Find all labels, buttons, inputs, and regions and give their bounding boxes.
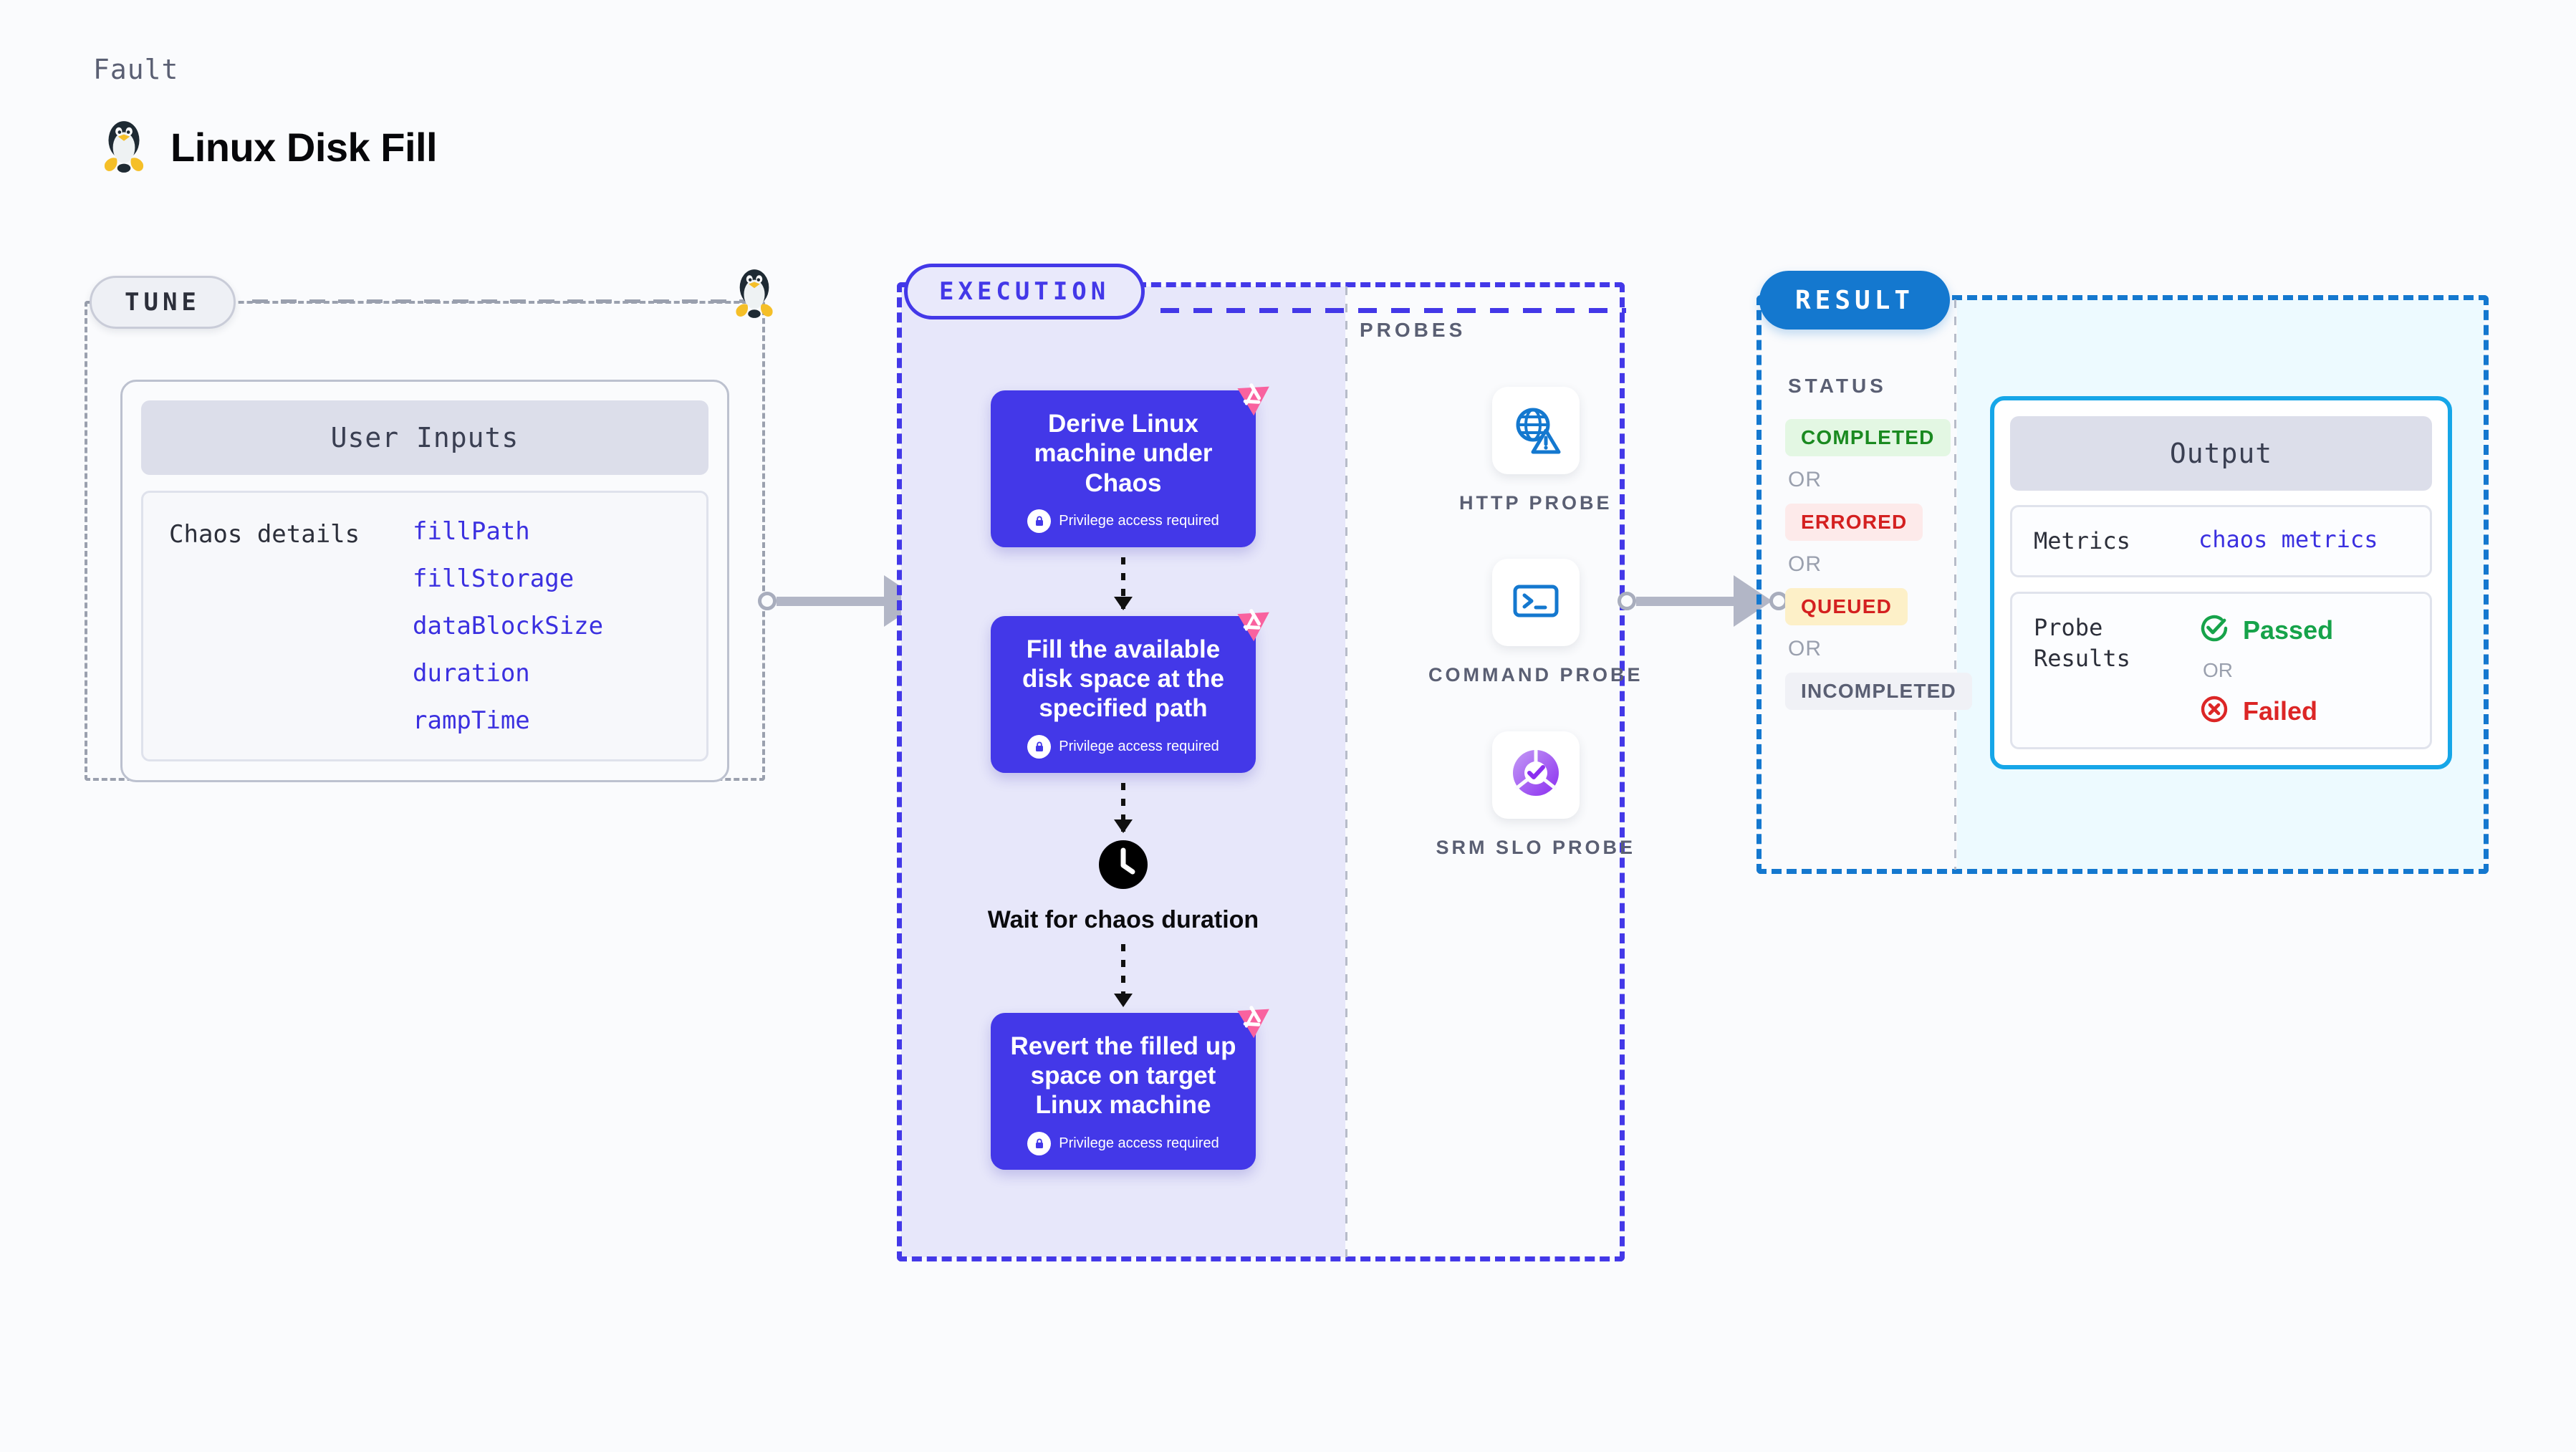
x-circle-icon [2198, 693, 2230, 729]
privilege-row: Privilege access required [1006, 734, 1240, 759]
execution-probes-divider [1345, 287, 1347, 1257]
wait-label: Wait for chaos duration [987, 905, 1259, 933]
lock-icon [1027, 509, 1052, 533]
execution-step-card-2[interactable]: Fill the available disk space at the spe… [991, 609, 1269, 773]
param-ramptime[interactable]: rampTime [413, 706, 530, 735]
tune-top-dashed-connector [252, 299, 754, 303]
probe-label: COMMAND PROBE [1428, 664, 1643, 686]
tune-user-inputs-card: User Inputs Chaos details fillPath fillS… [120, 380, 729, 782]
failed-label: Failed [2243, 696, 2318, 726]
page-title: Linux Disk Fill [170, 124, 438, 170]
status-or-1: OR [1788, 468, 1822, 491]
output-card: Output Metrics chaos metrics Probe Resul… [1990, 396, 2452, 770]
execution-step-card-3[interactable]: Revert the filled up space on target Lin… [991, 1006, 1269, 1170]
passed-label: Passed [2243, 615, 2334, 645]
user-inputs-header: User Inputs [141, 400, 708, 475]
probe-result-or: OR [2203, 659, 2233, 682]
probe-results-values: Passed OR Failed [2198, 612, 2333, 729]
probe-label: SRM SLO PROBE [1436, 836, 1636, 858]
probe-result-failed: Failed [2198, 693, 2333, 729]
status-or-3: OR [1788, 637, 1822, 660]
status-badge-completed: COMPLETED [1785, 419, 1951, 456]
wait-for-chaos-duration-node: Wait for chaos duration [988, 839, 1259, 934]
page-title-row: Linux Disk Fill [100, 118, 438, 176]
result-status-output-divider [1954, 299, 1956, 870]
probe-item-command[interactable]: COMMAND PROBE [1428, 559, 1643, 688]
terminal-icon [1509, 574, 1562, 631]
probe-tile [1491, 387, 1580, 474]
status-badge-queued: QUEUED [1785, 588, 1908, 625]
param-fillstorage[interactable]: fillStorage [413, 564, 575, 593]
privilege-text: Privilege access required [1059, 512, 1219, 529]
check-circle-icon [2198, 612, 2230, 648]
linux-penguin-icon [100, 118, 148, 176]
output-header: Output [2010, 416, 2432, 491]
flow-arrow-3 [1121, 943, 1125, 1006]
execution-section-pill: EXECUTION [904, 264, 1145, 319]
privilege-text: Privilege access required [1059, 1135, 1219, 1151]
execution-step-title: Derive Linux machine under Chaos [1034, 410, 1213, 497]
status-badge-list: COMPLETED OR ERRORED OR QUEUED OR INCOMP… [1785, 419, 1972, 710]
execution-step-title: Revert the filled up space on target Lin… [1010, 1032, 1236, 1120]
chaos-details-param-list: fillPath fillStorage dataBlockSize durat… [413, 517, 603, 735]
probe-result-passed: Passed [2198, 612, 2333, 648]
metrics-value[interactable]: chaos metrics [2198, 526, 2378, 553]
execution-step-title: Fill the available disk space at the spe… [1022, 635, 1225, 723]
connector-start-dot [758, 592, 777, 610]
status-badge-incompleted: INCOMPLETED [1785, 673, 1972, 710]
fault-flag-icon [1219, 363, 1282, 427]
flow-arrow-1 [1121, 557, 1125, 609]
fault-flag-icon [1219, 589, 1282, 653]
connector-bar [1636, 596, 1734, 606]
slo-donut-check-icon [1507, 744, 1565, 805]
lock-icon [1027, 734, 1052, 759]
globe-warning-icon [1509, 402, 1563, 460]
execution-top-dashed-connector [1160, 308, 1626, 313]
probe-label: HTTP PROBE [1458, 492, 1613, 514]
connector-bar [777, 596, 884, 606]
probe-tile [1491, 559, 1580, 647]
privilege-row: Privilege access required [1006, 509, 1240, 533]
clock-icon [1097, 839, 1149, 894]
probe-item-srm-slo[interactable]: SRM SLO PROBE [1436, 731, 1635, 860]
connector-arrowhead [1734, 575, 1772, 627]
execution-step-column: Derive Linux machine under Chaos Privile… [980, 383, 1269, 1170]
tune-section-pill: TUNE [90, 276, 236, 329]
status-or-2: OR [1788, 552, 1822, 576]
status-badge-errored: ERRORED [1785, 504, 1923, 541]
status-section-label: STATUS [1788, 375, 1887, 397]
execution-probes-boundary [897, 282, 1625, 1261]
output-probe-results-row: Probe Results Passed OR [2010, 592, 2432, 750]
metrics-key: Metrics [2034, 527, 2130, 554]
privilege-text: Privilege access required [1059, 738, 1219, 754]
connector-start-dot [1618, 592, 1636, 610]
connector-probes-to-result [1618, 575, 1788, 627]
output-metrics-row: Metrics chaos metrics [2010, 505, 2432, 578]
result-section-boundary [1756, 295, 2489, 874]
execution-step-card-1[interactable]: Derive Linux machine under Chaos Privile… [991, 383, 1269, 547]
tune-penguin-marker-icon [732, 266, 777, 324]
probes-section-label: PROBES [1360, 319, 1466, 341]
privilege-row: Privilege access required [1006, 1131, 1240, 1155]
probe-item-http[interactable]: HTTP PROBE [1459, 387, 1613, 516]
param-duration[interactable]: duration [413, 659, 530, 688]
fault-flag-icon [1219, 986, 1282, 1049]
lock-icon [1027, 1131, 1052, 1155]
flow-arrow-2 [1121, 782, 1125, 832]
param-fillpath[interactable]: fillPath [413, 517, 530, 546]
result-section-pill: RESULT [1759, 271, 1951, 330]
probe-results-key: Probe Results [2034, 614, 2130, 673]
chaos-details-label: Chaos details [169, 520, 360, 549]
probe-tile [1491, 731, 1580, 819]
param-datablocksize[interactable]: dataBlockSize [413, 612, 604, 640]
user-inputs-body: Chaos details fillPath fillStorage dataB… [141, 491, 708, 761]
fault-eyebrow-label: Fault [93, 54, 179, 85]
probes-list: HTTP PROBE COMMAND PROBE [1428, 387, 1643, 860]
